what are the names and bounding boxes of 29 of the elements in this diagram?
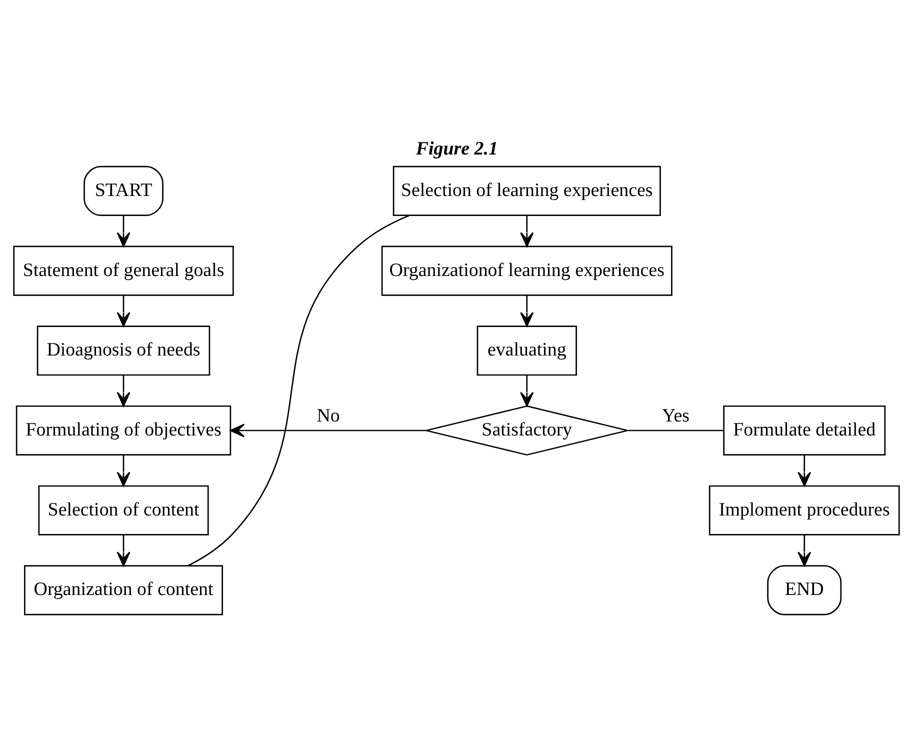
node-diamond: Satisfactory	[426, 404, 628, 456]
arrow	[520, 374, 534, 406]
node-box: Dioagnosis of needs	[36, 325, 210, 376]
arrow	[798, 454, 812, 486]
arrow	[520, 294, 534, 326]
arrow	[798, 534, 812, 566]
node-box: Organization of content	[24, 564, 223, 615]
arrow	[116, 294, 130, 326]
arrow	[116, 454, 130, 486]
arrow	[116, 374, 130, 406]
connector	[628, 429, 724, 431]
arrow	[520, 214, 534, 246]
diagram-title: Figure 2.1	[416, 138, 498, 160]
node-box: Statement of general goals	[13, 245, 234, 296]
node-box: Imploment procedures	[708, 484, 900, 535]
node-box: START	[84, 165, 164, 216]
node-box: Selection of content	[38, 484, 209, 535]
node-box: evaluating	[476, 325, 577, 376]
connector	[188, 214, 410, 566]
edge-label: Yes	[662, 404, 690, 426]
node-box: Formulating of objectives	[16, 404, 232, 456]
edge-label: No	[316, 404, 340, 426]
arrow	[116, 534, 130, 566]
node-box: Organizationof learning experiences	[381, 245, 672, 296]
node-box: END	[767, 564, 842, 615]
arrow	[116, 214, 130, 246]
node-box: Selection of learning experiences	[392, 165, 661, 216]
node-box: Formulate detailed	[723, 404, 886, 456]
arrow	[230, 423, 426, 437]
